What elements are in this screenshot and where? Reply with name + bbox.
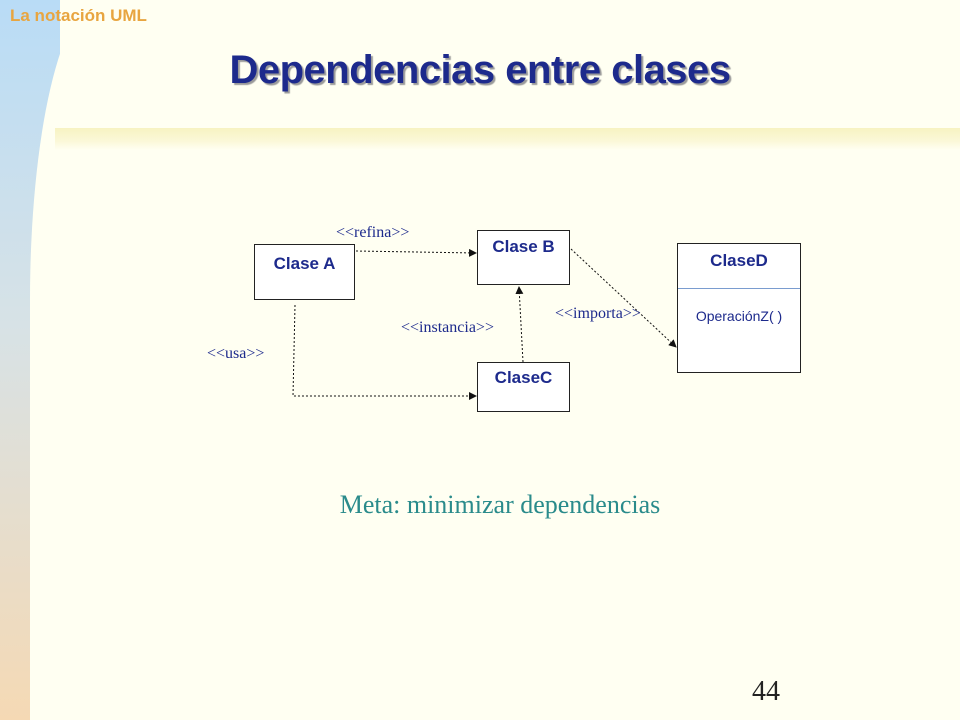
class-c-name: ClaseC [494, 368, 553, 387]
stereotype-usa: <<usa>> [207, 345, 265, 362]
arrow-a-to-c [292, 304, 477, 400]
stereotype-refina: <<refina>> [336, 224, 410, 241]
page-number: 44 [752, 676, 780, 707]
stereotype-importa: <<importa>> [555, 305, 641, 322]
stereotype-instancia: <<instancia>> [401, 319, 494, 336]
arrow-c-to-b [515, 286, 524, 363]
operations-divider [678, 288, 800, 289]
class-c-box: ClaseC [477, 362, 570, 412]
goal-text: Meta: minimizar dependencias [339, 490, 661, 519]
operation-label: OperaciónZ( ) [695, 308, 783, 324]
arrow-a-to-b [355, 248, 477, 257]
header-decorative-strip [55, 128, 960, 150]
class-a-box: Clase A [254, 244, 355, 300]
class-b-name: Clase B [492, 237, 555, 256]
class-a-name: Clase A [273, 254, 336, 273]
slide-title: Dependencias entre clases [229, 48, 731, 92]
left-bar-curve [30, 0, 120, 720]
section-label: La notación UML [10, 6, 147, 25]
class-d-name: ClaseD [710, 251, 768, 270]
class-b-box: Clase B [477, 230, 570, 285]
arrow-b-to-d [570, 248, 677, 348]
class-d-box: ClaseD OperaciónZ( ) [677, 243, 801, 373]
